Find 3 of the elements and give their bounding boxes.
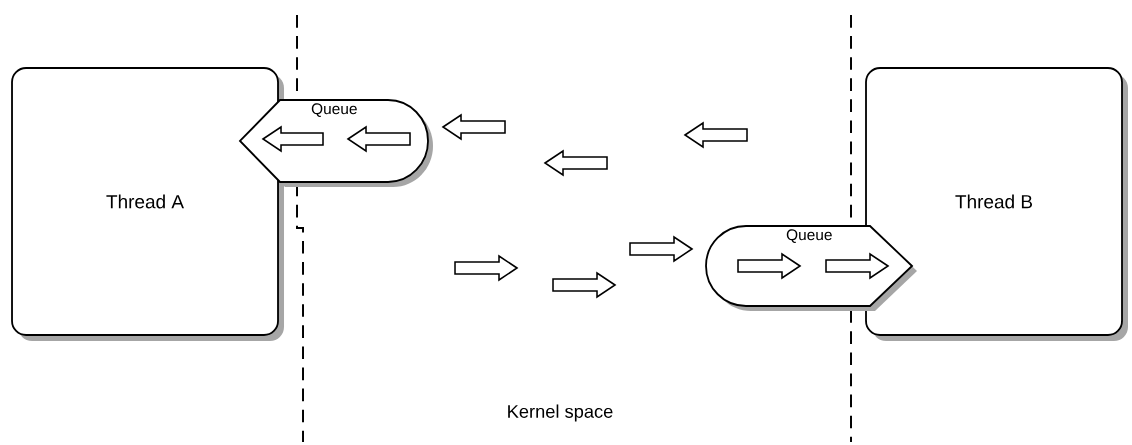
thread-box: Thread B [865,67,1128,341]
region-label: Kernel space [508,404,613,422]
thread-box: Thread A [11,67,284,341]
